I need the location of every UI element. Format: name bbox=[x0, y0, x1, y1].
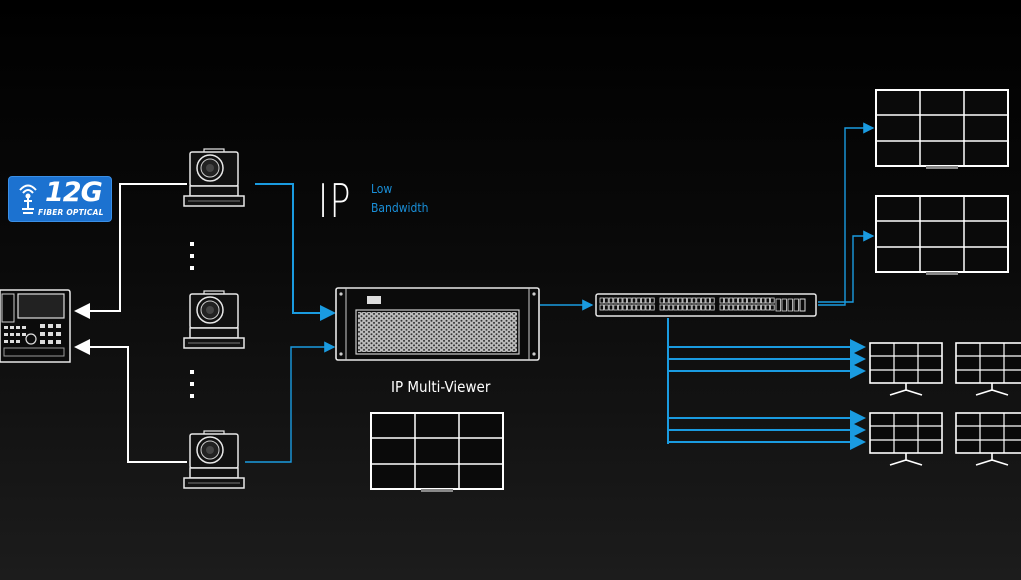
line-cam1-to-switcher bbox=[74, 183, 187, 319]
fiber-optic-icon bbox=[19, 184, 37, 214]
line-cam1-to-mv bbox=[255, 183, 336, 321]
bandwidth-line-1: Low bbox=[371, 182, 393, 196]
multiviewer-label: IP Multi-Viewer bbox=[391, 378, 491, 396]
multiviewer-rack-icon bbox=[335, 287, 540, 361]
line-switch-to-wall2 bbox=[818, 230, 875, 303]
network-switch-icon bbox=[595, 293, 817, 317]
badge-title: 12G bbox=[45, 177, 103, 208]
line-switch-to-wall1 bbox=[818, 122, 875, 306]
monitor-icon bbox=[869, 342, 943, 396]
bandwidth-label: Low Bandwidth bbox=[371, 180, 428, 218]
ip-label: IP bbox=[318, 174, 352, 228]
switch-fanout-lines bbox=[667, 318, 866, 450]
video-wall-icon bbox=[370, 412, 504, 493]
ptz-camera-icon bbox=[183, 430, 245, 489]
monitor-icon bbox=[869, 412, 943, 466]
monitor-icon bbox=[955, 342, 1021, 396]
monitor-icon bbox=[955, 412, 1021, 466]
fiber-optical-badge: 12G FIBER OPTICAL bbox=[8, 176, 112, 222]
video-wall-icon bbox=[875, 89, 1009, 170]
video-switcher-icon bbox=[0, 289, 71, 363]
badge-subtitle: FIBER OPTICAL bbox=[38, 208, 104, 217]
bandwidth-line-2: Bandwidth bbox=[371, 201, 429, 215]
video-wall-icon bbox=[875, 195, 1009, 276]
ptz-camera-icon bbox=[183, 290, 245, 349]
ellipsis-dots bbox=[190, 242, 194, 398]
line-cam3-to-mv bbox=[245, 341, 336, 463]
ptz-camera-icon bbox=[183, 148, 245, 207]
line-cam3-to-switcher bbox=[74, 339, 187, 463]
